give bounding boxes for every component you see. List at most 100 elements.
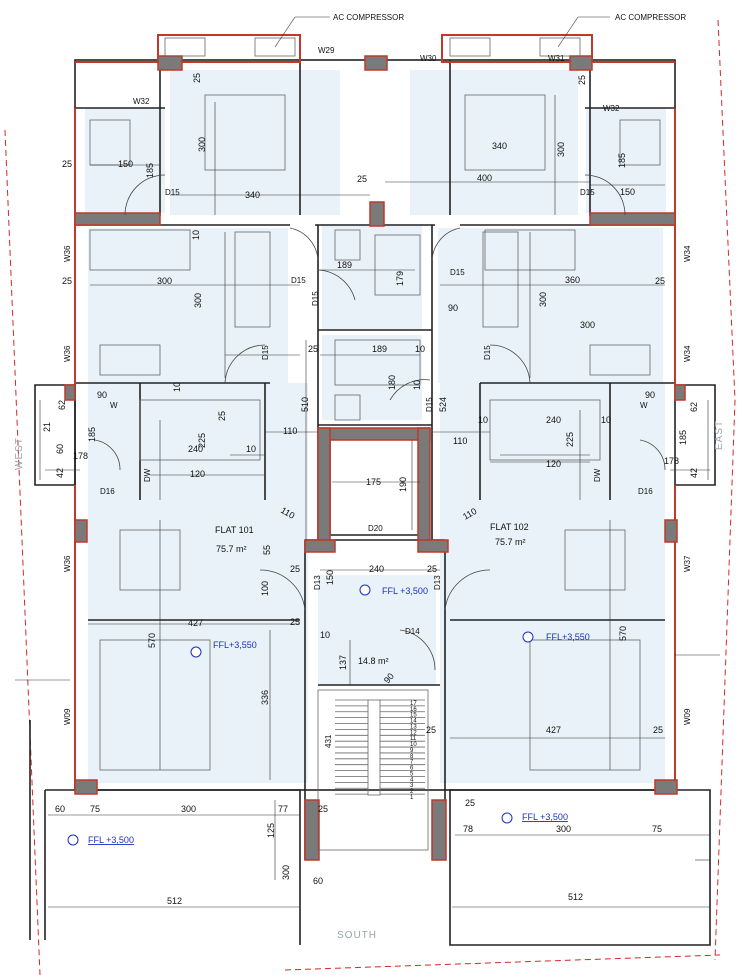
dimension-label: 42 [689, 468, 699, 478]
stair-step-number: 15 [410, 713, 417, 719]
door-tag: D13 [433, 575, 442, 590]
dimension-label: 90 [448, 303, 458, 313]
dimension-label: 25 [318, 804, 328, 814]
flat-101-area: 75.7 m² [216, 544, 247, 554]
door-tag: D16 [638, 487, 653, 496]
dimensions-bedrooms: 150 185 25 300 300 10 189 179 90 360 300… [62, 153, 665, 330]
door-tag: D15 [311, 291, 320, 306]
dimension-label: 25 [62, 276, 72, 286]
dimension-label: 150 [620, 187, 635, 197]
flat-101-ffl: FFL+3,550 [213, 640, 257, 650]
dimension-label: 240 [546, 415, 561, 425]
dimension-label: 240 [188, 444, 203, 454]
dimension-label: 300 [556, 142, 566, 157]
ac-compressor-label-left: AC COMPRESSOR [333, 13, 404, 22]
stair-step-number: 1 [410, 795, 414, 801]
flat-102-name: FLAT 102 [490, 522, 529, 532]
stair-width: 431 [324, 734, 333, 748]
window-tag: W34 [683, 345, 692, 362]
window-tag: W09 [63, 708, 72, 725]
doors [94, 174, 666, 671]
window-tag: W32 [133, 97, 150, 106]
dimension-label: 190 [398, 477, 408, 492]
dimension-label: 25 [62, 159, 72, 169]
dimension-label: 110 [453, 436, 467, 446]
dimension-label: 427 [546, 725, 561, 735]
dimension-label: 25 [290, 564, 300, 574]
dimension-label: 427 [188, 618, 203, 628]
dimension-label: 10 [246, 444, 256, 454]
dimension-label: 175 [366, 477, 381, 487]
dimension-label: 90 [97, 390, 107, 400]
dimension-label: 25 [465, 798, 475, 808]
stair-step-number: 16 [410, 707, 417, 713]
window-tag: W30 [420, 54, 437, 63]
dimension-label: 340 [245, 190, 260, 200]
dimension-label: 150 [118, 159, 133, 169]
dimension-label: 300 [197, 137, 207, 152]
dimension-label: 300 [580, 320, 595, 330]
dimension-label: 25 [653, 725, 663, 735]
landing-ffl: FFL +3,500 [382, 586, 428, 596]
compass-east: EAST [714, 420, 725, 450]
dimension-label: 524 [438, 397, 448, 412]
dimension-label: 125 [266, 823, 276, 838]
stair-step-number: 6 [410, 766, 414, 772]
dimension-label: 240 [369, 564, 384, 574]
dimension-label: 90 [645, 390, 655, 400]
window-tag: W36 [63, 345, 72, 362]
dimension-label: 300 [157, 276, 172, 286]
window-tag: W09 [683, 708, 692, 725]
dimension-label: 75 [652, 824, 662, 834]
dimension-label: 10 [412, 380, 422, 390]
dimension-label: 300 [556, 824, 571, 834]
dimension-label: 178 [73, 451, 88, 461]
appliance-tag: W [110, 401, 118, 410]
door-tag: D15 [261, 345, 270, 360]
dimensions-middle: 25 189 10 180 10 524 510 10 25 10 [172, 344, 488, 425]
dimension-label: 185 [678, 430, 688, 445]
stair-step-number: 4 [410, 777, 414, 783]
stair-step-number: 13 [410, 724, 417, 730]
dimension-lines [15, 95, 720, 908]
dimension-label: 189 [372, 344, 387, 354]
dimension-label: 60 [55, 444, 65, 454]
dimension-label: 10 [478, 415, 488, 425]
flat-102-ffl: FFL+3,550 [546, 632, 590, 642]
door-tag: D15 [483, 345, 492, 360]
dimension-label: 10 [415, 344, 425, 354]
dimension-label: 185 [87, 427, 97, 442]
stair-step-number: 11 [410, 736, 417, 742]
terraces [29, 720, 711, 946]
dimension-label: 120 [190, 469, 205, 479]
level-markers [67, 584, 534, 846]
dimension-label: 180 [387, 375, 397, 390]
dimension-label: 100 [260, 581, 270, 596]
dimension-label: 400 [477, 173, 492, 183]
dimension-label: 55 [262, 545, 272, 555]
window-tag: W36 [63, 245, 72, 262]
dimension-label: 42 [55, 468, 65, 478]
dimension-label: 25 [217, 411, 227, 421]
window-tag: W34 [683, 245, 692, 262]
appliance-tag: W [640, 401, 648, 410]
dimensions-terrace: 60 75 300 77 125 25 300 60 512 78 300 75… [55, 798, 662, 906]
stair-step-number: 5 [410, 771, 414, 777]
appliance-tag: DW [593, 468, 602, 482]
dimension-label: 150 [325, 570, 335, 585]
stair-step-number: 9 [410, 748, 414, 754]
compass-west: WEST [14, 437, 25, 470]
dimensions-kitchens: 62 90 21 185 60 178 42 225 240 110 120 1… [42, 390, 699, 492]
dimension-label: 512 [167, 896, 182, 906]
window-tag: W32 [603, 104, 620, 113]
dimension-label: 225 [197, 433, 207, 448]
stair-step-number: 3 [410, 783, 414, 789]
dimension-label: 75 [90, 804, 100, 814]
door-tag: D15 [165, 188, 180, 197]
dimension-label: 510 [300, 397, 310, 412]
door-tag: D15 [450, 268, 465, 277]
dimension-label: 10 [601, 415, 611, 425]
dimension-label: 25 [426, 725, 436, 735]
